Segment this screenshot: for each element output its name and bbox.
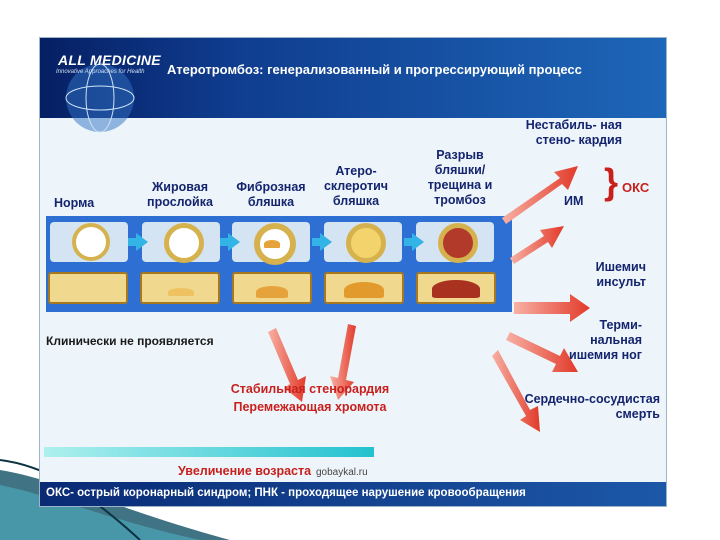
arrow-to-stroke — [514, 294, 590, 322]
arrow-to-unstable-angina — [502, 166, 578, 224]
globe-icon — [65, 63, 135, 133]
age-progress-bar — [44, 447, 374, 457]
progress-arrow-stem — [220, 238, 230, 246]
stable-angina: Стабильная стенорардия — [230, 382, 390, 396]
oks-brace: } — [604, 161, 619, 202]
arrow-to-stable-angina-2 — [330, 324, 356, 400]
cross-section-atherosclerotic — [324, 222, 402, 263]
red-arrows — [268, 166, 590, 432]
outcome-terminal-ischemia: Терми- нальная ишемия ног — [569, 318, 642, 362]
arrow-to-terminal-ischemia — [506, 332, 578, 372]
arrow-to-stable-angina-1 — [268, 328, 306, 402]
cross-section-fibrous — [232, 222, 310, 265]
arrow-to-death — [492, 350, 540, 432]
logo-tagline: Innovative Approaches for Health — [56, 69, 145, 75]
longitudinal-fatty — [140, 272, 220, 304]
footer-bar — [40, 482, 666, 506]
stage-label-atherosclerotic: Атеро- склеротич бляшка — [323, 164, 389, 208]
progress-arrow-icon — [320, 233, 332, 251]
progress-arrow-stem — [128, 238, 138, 246]
arrow-to-mi — [510, 226, 564, 264]
stage-illustration-band — [46, 216, 512, 312]
progress-arrow-stem — [312, 238, 322, 246]
cross-section-normal — [50, 222, 128, 262]
outcome-cv-death: Сердечно-сосудистая смерть — [524, 392, 660, 421]
slide: ALL MEDICINE Innovative Approaches for H… — [40, 38, 666, 506]
cross-section-rupture — [416, 222, 494, 263]
age-label: Увеличение возраста — [178, 464, 312, 478]
longitudinal-rupture — [416, 272, 496, 304]
longitudinal-fibrous — [232, 272, 312, 304]
stage-label-fibrous: Фиброзная бляшка — [236, 180, 306, 209]
progress-arrow-stem — [404, 238, 414, 246]
longitudinal-normal — [48, 272, 128, 304]
outcome-mi: ИМ — [564, 194, 584, 208]
stage-label-fatty: Жировая прослойка — [147, 180, 213, 209]
logo: ALL MEDICINE — [58, 52, 161, 68]
stage-label-normal: Норма — [54, 196, 95, 210]
slide-title: Атеротромбоз: генерализованный и прогрес… — [167, 62, 582, 77]
watermark: gobaykal.ru — [316, 467, 368, 478]
outcome-unstable-angina: Нестабиль- ная стено- кардия — [525, 118, 622, 147]
stage-label-rupture: Разрыв бляшки/ трещина и тромбоз — [427, 148, 493, 207]
outcome-stroke: Ишемич инсульт — [595, 260, 646, 289]
footer-note: ОКС- острый коронарный синдром; ПНК - пр… — [46, 487, 526, 499]
progress-arrow-icon — [228, 233, 240, 251]
header-bar — [40, 38, 666, 118]
longitudinal-atherosclerotic — [324, 272, 404, 304]
intermittent-claudication: Перемежающая хромота — [233, 400, 387, 414]
outcome-oks: ОКС — [622, 180, 650, 195]
clinical-note: Клинически не проявляется — [46, 334, 214, 348]
cross-section-fatty — [142, 222, 220, 263]
progress-arrow-icon — [412, 233, 424, 251]
progress-arrow-icon — [136, 233, 148, 251]
